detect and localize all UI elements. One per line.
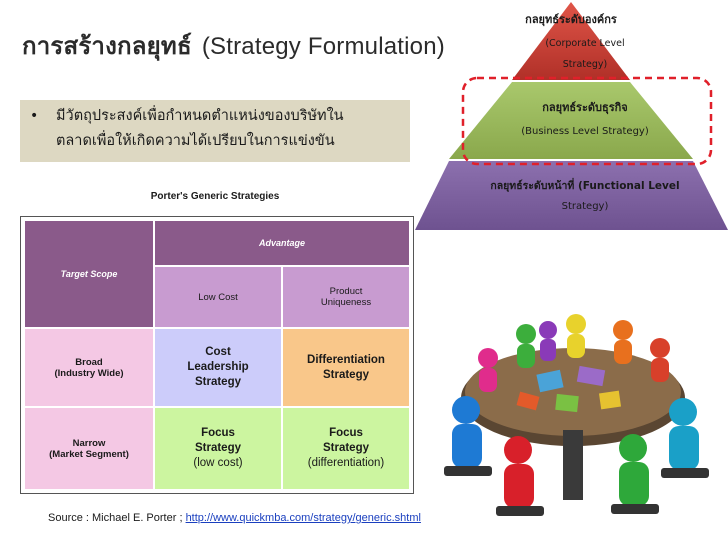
focus-diff-line-3: (differentiation) [307, 457, 385, 469]
bullet-icon: • [30, 108, 39, 124]
pyramid-bottom-label-1: กลยุทธ์ระดับหน้าที่ (Functional Level [490, 177, 679, 193]
bullet-line-2: ตลาดเพื่อให้เกิดความได้เปรียบในการแข่งขั… [56, 133, 335, 149]
focus-diff-line-2: Strategy [322, 442, 370, 454]
source-citation: Source : Michael E. Porter ; http://www.… [48, 512, 421, 524]
porter-title: Porter's Generic Strategies [150, 191, 280, 202]
differentiation-cell: Differentiation Strategy [283, 329, 409, 406]
broad-line-1: Broad [75, 356, 103, 368]
product-uniqueness-line-1: Product [329, 286, 363, 297]
title-english: (Strategy Formulation) [201, 33, 445, 60]
pyramid-middle-tier [449, 82, 693, 159]
product-uniqueness-line-2: Uniqueness [320, 297, 372, 308]
product-uniqueness-cell: Product Uniqueness [283, 267, 409, 327]
low-cost-cell: Low Cost [155, 267, 281, 327]
advantage-label: Advantage [258, 238, 305, 248]
source-link[interactable]: http://www.quickmba.com/strategy/generic… [185, 512, 421, 524]
pyramid-bottom-tier [415, 161, 728, 230]
pyramid-top-label-1: กลยุทธ์ระดับองค์กร [525, 13, 617, 27]
broad-line-2: (Industry Wide) [54, 367, 124, 379]
pyramid-top-label-3: Strategy) [563, 59, 607, 70]
porter-grid: Target Scope Advantage Low Cost Product … [20, 216, 414, 494]
bullet-box [20, 100, 410, 162]
cost-leadership-line-3: Strategy [194, 376, 242, 388]
differentiation-line-2: Strategy [322, 368, 370, 381]
cost-leadership-line-1: Cost [205, 346, 231, 358]
target-scope-cell: Target Scope [25, 221, 153, 327]
pyramid-top-label-2: (Corporate Level [545, 38, 624, 49]
focus-diff-line-1: Focus [329, 427, 363, 439]
source-prefix: Source : Michael E. Porter ; [48, 512, 186, 524]
focus-differentiation-cell: Focus Strategy (differentiation) [283, 408, 409, 489]
advantage-cell: Advantage [155, 221, 409, 265]
highlight-frame [461, 76, 713, 166]
page-title: การสร้างกลยุทธ์ (Strategy Formulation) [22, 26, 445, 65]
cost-leadership-cell: Cost Leadership Strategy [155, 329, 281, 406]
broad-cell: Broad (Industry Wide) [25, 329, 153, 406]
bullet-text: มีวัตถุประสงค์เพื่อกำหนดตำแหน่งของบริษัท… [56, 104, 406, 154]
narrow-line-2: (Market Segment) [49, 448, 129, 460]
pyramid-middle-label-2: (Business Level Strategy) [521, 126, 649, 137]
focus-cost-line-3: (low cost) [193, 457, 243, 469]
low-cost-label: Low Cost [198, 291, 238, 303]
differentiation-line-1: Differentiation [307, 353, 385, 366]
pyramid-middle-label-1: กลยุทธ์ระดับธุรกิจ [542, 101, 627, 115]
team-puzzle-meeting-icon [444, 314, 709, 516]
cost-leadership-line-2: Leadership [187, 361, 249, 373]
target-scope-label: Target Scope [60, 269, 118, 279]
strategy-level-pyramid: กลยุทธ์ระดับองค์กร (Corporate Level Stra… [415, 2, 728, 230]
title-thai: การสร้างกลยุทธ์ [22, 32, 192, 60]
narrow-cell: Narrow (Market Segment) [25, 408, 153, 489]
pyramid-bottom-label-2: Strategy) [562, 201, 609, 212]
focus-cost-line-2: Strategy [194, 442, 242, 454]
narrow-line-1: Narrow [72, 437, 106, 449]
bullet-line-1: มีวัตถุประสงค์เพื่อกำหนดตำแหน่งของบริษัท… [56, 108, 344, 124]
pyramid-top-tier [512, 2, 630, 80]
focus-cost-line-1: Focus [201, 427, 235, 439]
focus-cost-cell: Focus Strategy (low cost) [155, 408, 281, 489]
